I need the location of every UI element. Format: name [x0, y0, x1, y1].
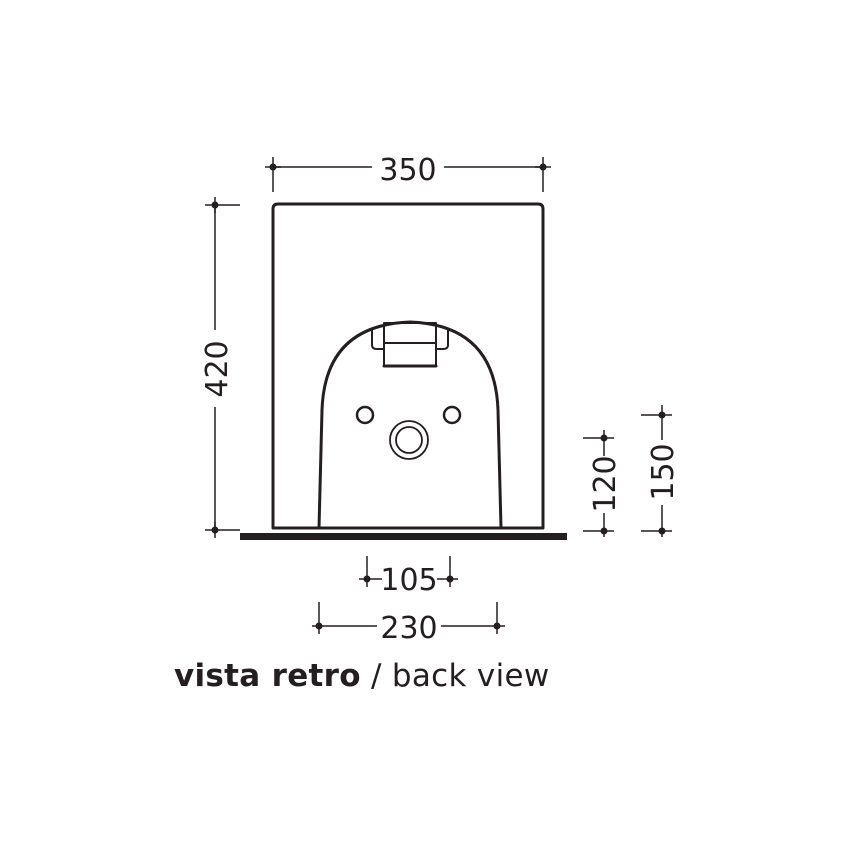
dim-outlet-center-height: 120 [588, 455, 623, 512]
fixing-hole-right [442, 405, 462, 425]
dim-fixing-holes-spacing: 105 [380, 563, 437, 598]
dim-outlet-top-height: 150 [646, 443, 681, 500]
arch-opening [317, 320, 503, 530]
view-separator: / [371, 658, 382, 694]
dim-overall-width: 350 [379, 153, 436, 188]
view-label-english: back view [391, 658, 550, 694]
fixing-hole-left [355, 405, 375, 425]
dim-overall-height: 420 [200, 340, 235, 397]
dim-base-width: 230 [380, 611, 437, 646]
view-caption: vista retro / back view [174, 658, 550, 694]
view-label-italian: vista retro [174, 658, 361, 694]
body-outline [271, 202, 545, 530]
connector-notch [371, 329, 449, 350]
floor-line [240, 533, 567, 540]
outlet-outer [389, 420, 429, 460]
connector-block [383, 322, 437, 367]
outlet-inner [395, 426, 423, 454]
